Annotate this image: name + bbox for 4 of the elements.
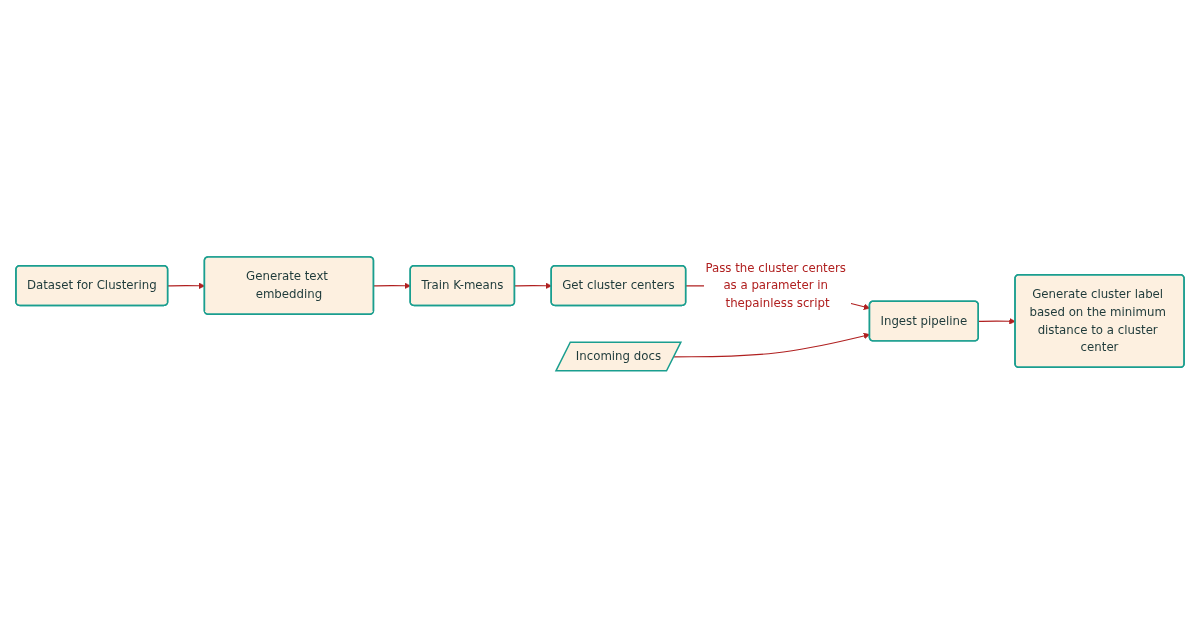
arrow	[514, 282, 552, 290]
arrow	[373, 282, 411, 290]
edge-label: Pass the cluster centers as a parameter in thepainless script	[705, 260, 846, 310]
arrow	[978, 318, 1016, 325]
